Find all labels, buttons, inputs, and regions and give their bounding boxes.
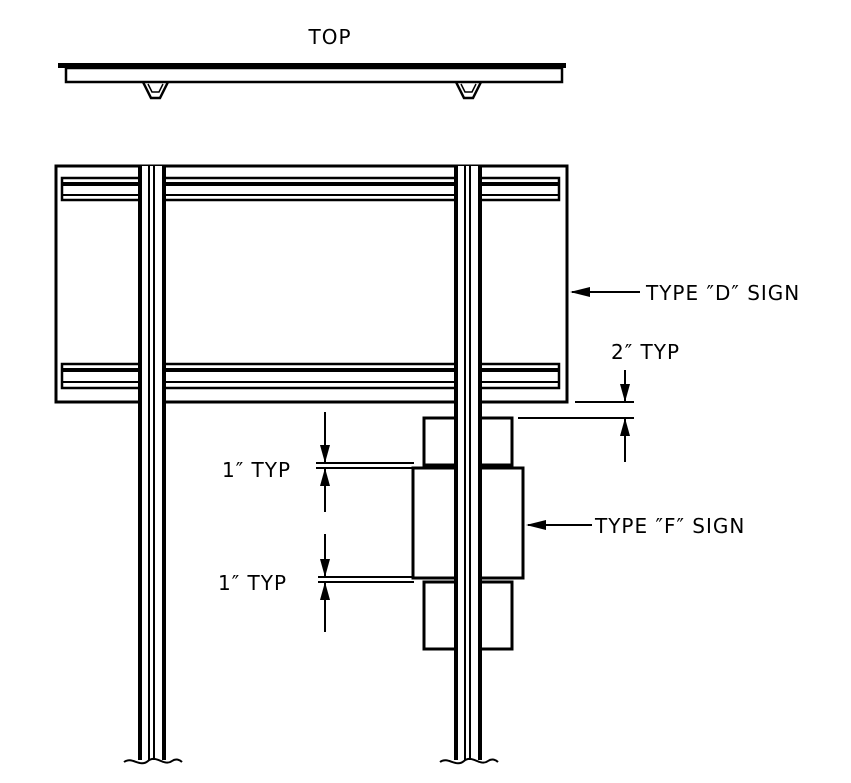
top-view-sign-panel: [64, 66, 564, 84]
top-view-sign-face: [58, 63, 566, 68]
upper-rail: [60, 176, 561, 202]
top-view-left-bracket: [141, 81, 170, 100]
lower-one-inch-arrow-down: [320, 559, 330, 577]
lower-rail: [60, 362, 561, 390]
type-d-arrowhead: [570, 287, 590, 297]
front-view: [54, 164, 569, 765]
two-inch-arrow-down: [620, 384, 630, 402]
top-view: [58, 63, 566, 100]
callouts: [316, 287, 640, 632]
two-inch-arrow-up: [620, 418, 630, 436]
two-inch-typ-label: 2″ TYP: [611, 340, 680, 364]
type-f-sign-label: TYPE ″F″ SIGN: [594, 514, 745, 538]
right-post-break-line: [439, 757, 499, 765]
type-d-sign-label: TYPE ″D″ SIGN: [645, 281, 800, 305]
right-post: [439, 166, 499, 765]
upper-one-inch-typ-label: 1″ TYP: [222, 458, 291, 482]
type-f-arrowhead: [526, 520, 546, 530]
lower-one-inch-arrow-up: [320, 582, 330, 600]
upper-one-inch-arrow-up: [320, 468, 330, 486]
left-post-break-line: [123, 757, 183, 765]
type-d-sign-panel: [54, 164, 569, 404]
top-view-label: TOP: [307, 25, 351, 49]
upper-one-inch-arrow-down: [320, 445, 330, 463]
lower-one-inch-typ-label: 1″ TYP: [218, 571, 287, 595]
top-view-right-bracket: [454, 81, 483, 100]
left-post: [123, 166, 183, 765]
